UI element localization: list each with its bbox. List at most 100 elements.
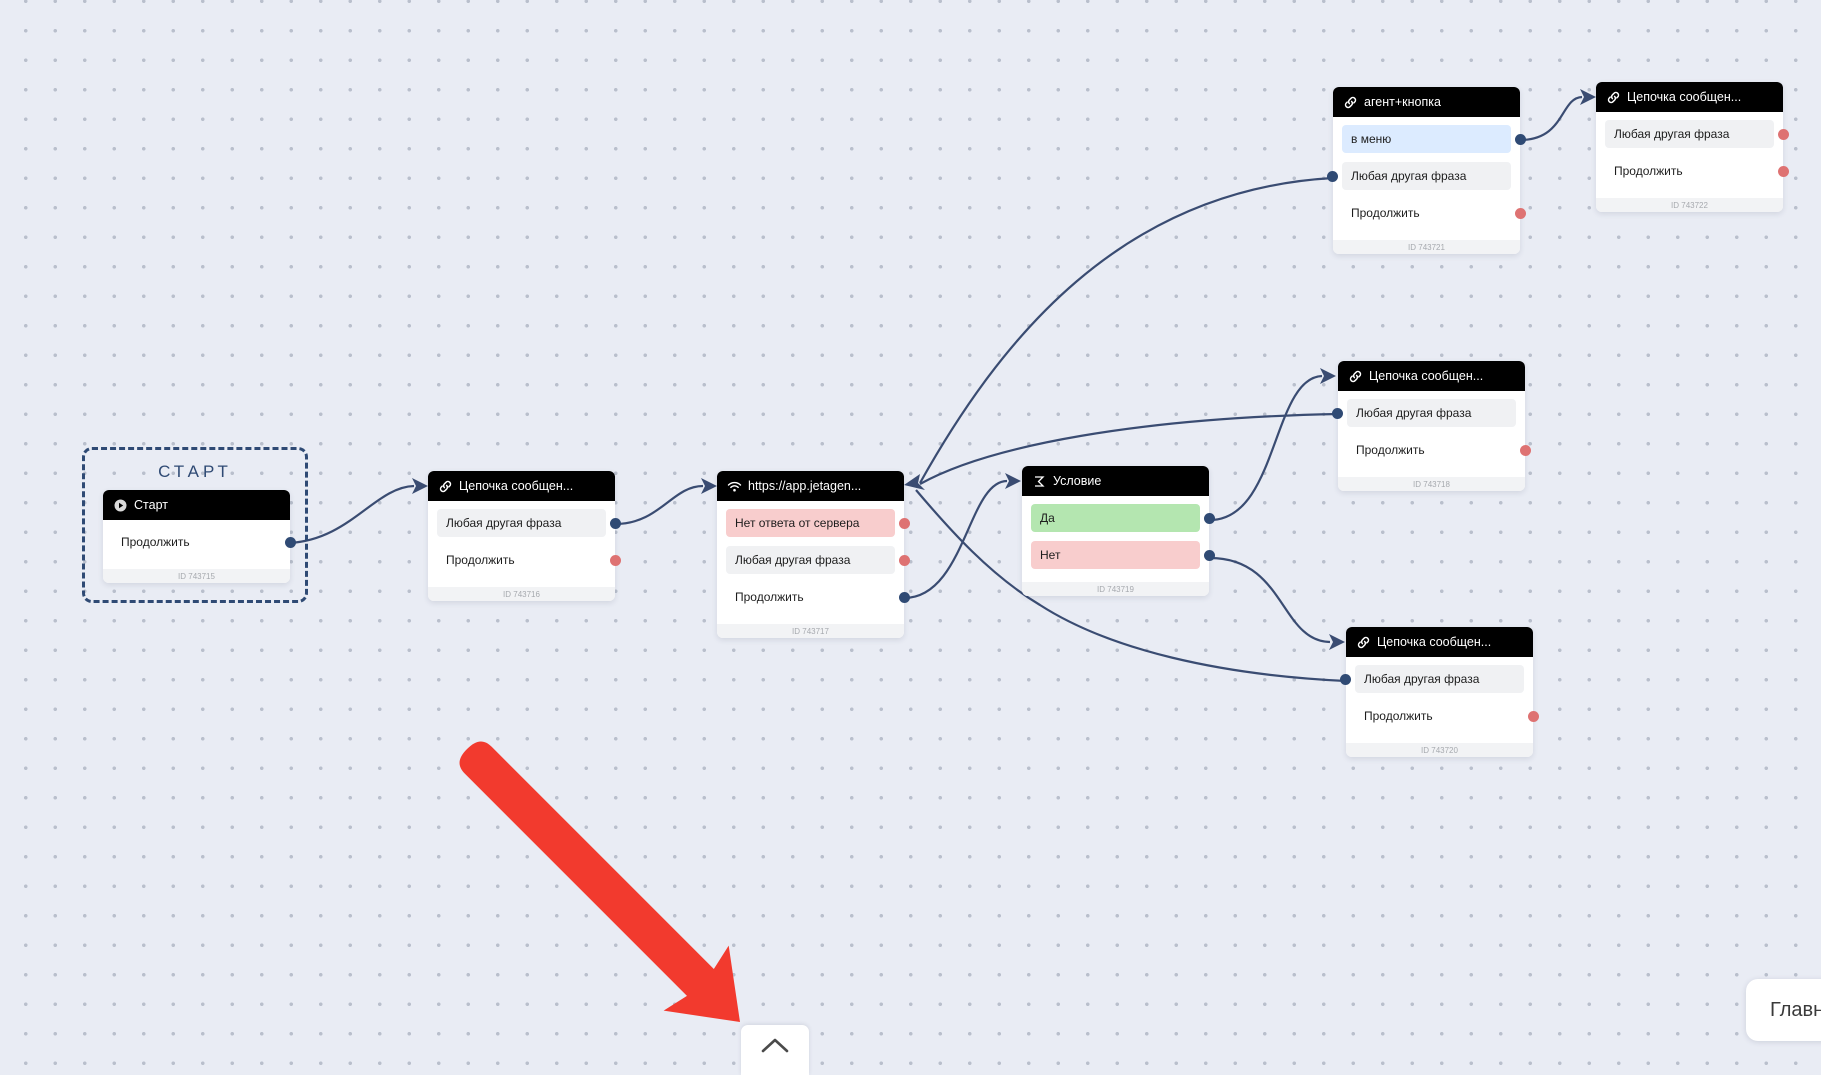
output-port[interactable] (610, 517, 621, 529)
node-id: ID 743716 (428, 587, 615, 601)
output-port[interactable] (1778, 128, 1789, 140)
node-id: ID 743717 (717, 624, 904, 638)
node-id: ID 743722 (1596, 198, 1783, 212)
node-start[interactable]: Старт Продолжить ID 743715 (103, 490, 296, 583)
row-label: Любая другая фраза (1614, 127, 1730, 141)
node-row-any-phrase[interactable]: Любая другая фраза (437, 509, 621, 537)
node-row-continue[interactable]: Продолжить (1355, 702, 1539, 730)
row-label: в меню (1351, 132, 1392, 146)
node-title: Цепочка сообщен... (459, 479, 574, 493)
node-title: Цепочка сообщен... (1627, 90, 1742, 104)
node-header[interactable]: Цепочка сообщен... (428, 471, 615, 501)
node-title: https://app.jetagen... (748, 479, 862, 493)
node-header[interactable]: https://app.jetagen... (717, 471, 904, 501)
node-header[interactable]: Цепочка сообщен... (1596, 82, 1783, 112)
input-port[interactable] (1332, 407, 1343, 419)
output-port[interactable] (899, 591, 910, 603)
row-label: Продолжить (1364, 709, 1433, 723)
edge-arrowhead (701, 478, 717, 494)
node-chain-bottom[interactable]: Цепочка сообщен... Любая другая фраза Пр… (1340, 627, 1539, 757)
node-header[interactable]: агент+кнопка (1333, 87, 1520, 117)
output-port[interactable] (1204, 512, 1215, 524)
node-condition[interactable]: Условие Да Нет ID 743719 (1022, 466, 1215, 596)
node-row-continue[interactable]: Продолжить (1347, 436, 1531, 464)
row-label: Любая другая фраза (446, 516, 562, 530)
edge-agent-menu-to-chain-top-right (1519, 95, 1583, 142)
node-id: ID 743720 (1346, 743, 1533, 757)
output-port[interactable] (610, 554, 621, 566)
sigma-icon (1032, 474, 1047, 489)
node-chain-top-right[interactable]: Цепочка сообщен... Любая другая фраза Пр… (1596, 82, 1789, 212)
output-port[interactable] (899, 554, 910, 566)
node-row-continue[interactable]: Продолжить (112, 528, 296, 556)
node-id: ID 743721 (1333, 240, 1520, 254)
row-label: Нет (1040, 548, 1061, 562)
link-icon (1348, 369, 1363, 384)
edge-no-to-chain-bottom (1209, 556, 1331, 644)
row-label: Любая другая фраза (1351, 169, 1467, 183)
edge-arrowhead (1005, 473, 1021, 489)
edge-arrowhead (1580, 89, 1596, 105)
node-row-continue[interactable]: Продолжить (1605, 157, 1789, 185)
edge-arrowhead (1329, 634, 1345, 650)
node-row-to-menu[interactable]: в меню (1342, 125, 1526, 153)
node-header[interactable]: Условие (1022, 466, 1209, 496)
node-header[interactable]: Старт (103, 490, 290, 520)
edge-arrowhead (904, 474, 925, 490)
node-row-continue[interactable]: Продолжить (726, 583, 910, 611)
main-page-button[interactable]: Главная (1746, 979, 1821, 1041)
output-port[interactable] (1520, 444, 1531, 456)
node-row-any-phrase[interactable]: Любая другая фраза (1327, 162, 1511, 190)
node-id: ID 743718 (1338, 477, 1525, 491)
start-frame-label: СТАРТ (158, 462, 232, 481)
node-row-continue[interactable]: Продолжить (437, 546, 621, 574)
node-title: Условие (1053, 474, 1102, 488)
input-port[interactable] (1340, 673, 1351, 685)
edge-yes-to-chain-middle (1209, 374, 1323, 522)
edge-arrowhead (1320, 368, 1336, 384)
output-port[interactable] (1778, 165, 1789, 177)
output-port[interactable] (1528, 710, 1539, 722)
node-header[interactable]: Цепочка сообщен... (1346, 627, 1533, 657)
collapse-panel-button[interactable] (741, 1025, 809, 1075)
row-label: Продолжить (1356, 443, 1425, 457)
node-row-no[interactable]: Нет (1031, 541, 1215, 569)
output-port[interactable] (1515, 207, 1526, 219)
main-page-button-label: Главная (1770, 998, 1821, 1021)
link-icon (1606, 90, 1621, 105)
input-port[interactable] (1327, 170, 1338, 182)
chevron-up-icon (761, 1037, 789, 1075)
node-chain-middle[interactable]: Цепочка сообщен... Любая другая фраза Пр… (1332, 361, 1531, 491)
row-label: Любая другая фраза (1356, 406, 1472, 420)
row-label: Любая другая фраза (735, 553, 851, 567)
row-label: Продолжить (1351, 206, 1420, 220)
node-header[interactable]: Цепочка сообщен... (1338, 361, 1525, 391)
row-label: Продолжить (1614, 164, 1683, 178)
output-port[interactable] (1515, 133, 1526, 145)
node-row-continue[interactable]: Продолжить (1342, 199, 1526, 227)
node-row-any-phrase[interactable]: Любая другая фраза (726, 546, 910, 574)
node-row-any-phrase[interactable]: Любая другая фраза (1340, 665, 1524, 693)
output-port[interactable] (1204, 549, 1215, 561)
node-row-no-server-response[interactable]: Нет ответа от сервера (726, 509, 910, 537)
edge-agent-any-to-request (919, 176, 1334, 484)
node-http-request[interactable]: https://app.jetagen... Нет ответа от сер… (717, 471, 910, 638)
output-port[interactable] (285, 536, 296, 548)
output-port[interactable] (899, 517, 910, 529)
node-title: Старт (134, 498, 168, 512)
edge-request-to-condition (903, 479, 1008, 600)
row-label: Продолжить (446, 553, 515, 567)
wifi-icon (727, 479, 742, 494)
node-chain-1[interactable]: Цепочка сообщен... Любая другая фраза Пр… (428, 471, 621, 601)
node-row-any-phrase[interactable]: Любая другая фраза (1332, 399, 1516, 427)
edge-chain1-to-request (614, 484, 704, 526)
node-id: ID 743715 (103, 569, 290, 583)
row-label: Любая другая фраза (1364, 672, 1480, 686)
node-row-any-phrase[interactable]: Любая другая фраза (1605, 120, 1789, 148)
row-label: Нет ответа от сервера (735, 516, 860, 530)
node-row-yes[interactable]: Да (1031, 504, 1215, 532)
node-title: агент+кнопка (1364, 95, 1441, 109)
node-agent-button[interactable]: агент+кнопка в меню Любая другая фраза П… (1327, 87, 1526, 254)
node-title: Цепочка сообщен... (1377, 635, 1492, 649)
